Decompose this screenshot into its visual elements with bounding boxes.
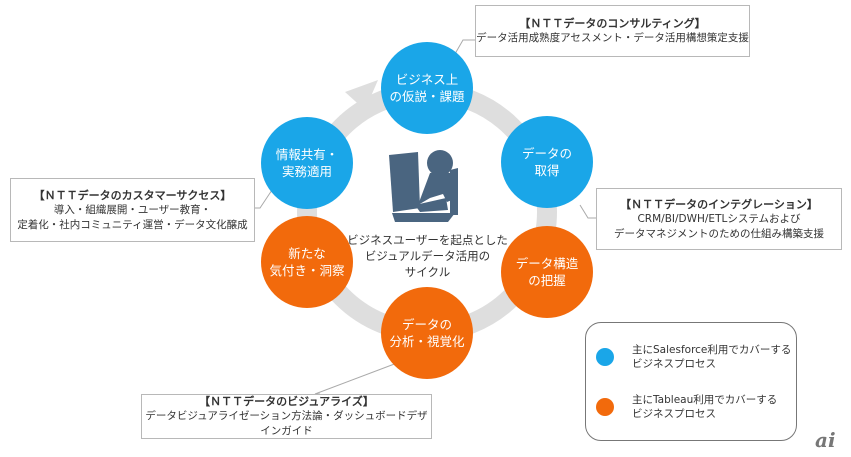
cycle-step-data-acquisition: データの 取得 bbox=[501, 116, 593, 208]
cycle-step-data-structure: データ構造 の把握 bbox=[501, 226, 593, 318]
legend-label: 主にSalesforce利用でカバーする ビジネスプロセス bbox=[632, 344, 792, 370]
legend-item-tableau: 主にTableau利用でカバーする ビジネスプロセス bbox=[596, 393, 777, 421]
blue-dot-icon bbox=[596, 348, 614, 366]
legend-label: 主にTableau利用でカバーする ビジネスプロセス bbox=[632, 394, 778, 420]
integration-box: 【ＮＴＴデータのインテグレーション】 CRM/BI/DWH/ETLシステムおよび… bbox=[596, 188, 842, 250]
cycle-step-sharing: 情報共有・ 実務適用 bbox=[261, 117, 353, 209]
customer-success-title: 【ＮＴＴデータのカスタマーサクセス】 bbox=[33, 188, 232, 202]
consulting-title: 【ＮＴＴデータのコンサルティング】 bbox=[519, 17, 706, 30]
cycle-step-hypothesis: ビジネス上 の仮説・課題 bbox=[381, 42, 473, 134]
consulting-box: 【ＮＴＴデータのコンサルティング】 データ活用成熟度アセスメント・データ活用構想… bbox=[475, 5, 750, 57]
cycle-step-insight: 新たな 気付き・洞察 bbox=[261, 216, 353, 308]
visualize-box: 【ＮＴＴデータのビジュアライズ】 データビジュアライゼーション方法論・ダッシュボ… bbox=[141, 394, 432, 439]
ai-logo: ai bbox=[815, 428, 836, 452]
cycle-step-analysis-visualization: データの 分析・視覚化 bbox=[381, 287, 473, 379]
visualize-desc: データビジュアライゼーション方法論・ダッシュボードデザインガイド bbox=[145, 410, 428, 437]
cycle-arrow-head bbox=[345, 80, 378, 110]
center-caption: ビジネスユーザーを起点とした ビジュアルデータ活用の サイクル bbox=[347, 233, 508, 279]
integration-desc: CRM/BI/DWH/ETLシステムおよび データマネジメントのための仕組み構築… bbox=[614, 212, 824, 240]
consulting-desc: データ活用成熟度アセスメント・データ活用構想策定支援 bbox=[476, 32, 749, 44]
legend: 主にSalesforce利用でカバーする ビジネスプロセス 主にTableau利… bbox=[585, 322, 797, 441]
legend-item-salesforce: 主にSalesforce利用でカバーする ビジネスプロセス bbox=[596, 343, 791, 371]
orange-dot-icon bbox=[596, 398, 614, 416]
customer-success-box: 【ＮＴＴデータのカスタマーサクセス】 導入・組織展開・ユーザー教育・ 定着化・社… bbox=[10, 178, 255, 242]
integration-title: 【ＮＴＴデータのインテグレーション】 bbox=[620, 197, 818, 211]
business-user-at-computer-icon bbox=[389, 150, 458, 222]
customer-success-desc: 導入・組織展開・ユーザー教育・ 定着化・社内コミュニティ運営・データ文化醸成 bbox=[17, 203, 248, 231]
visualize-title: 【ＮＴＴデータのビジュアライズ】 bbox=[199, 395, 374, 408]
